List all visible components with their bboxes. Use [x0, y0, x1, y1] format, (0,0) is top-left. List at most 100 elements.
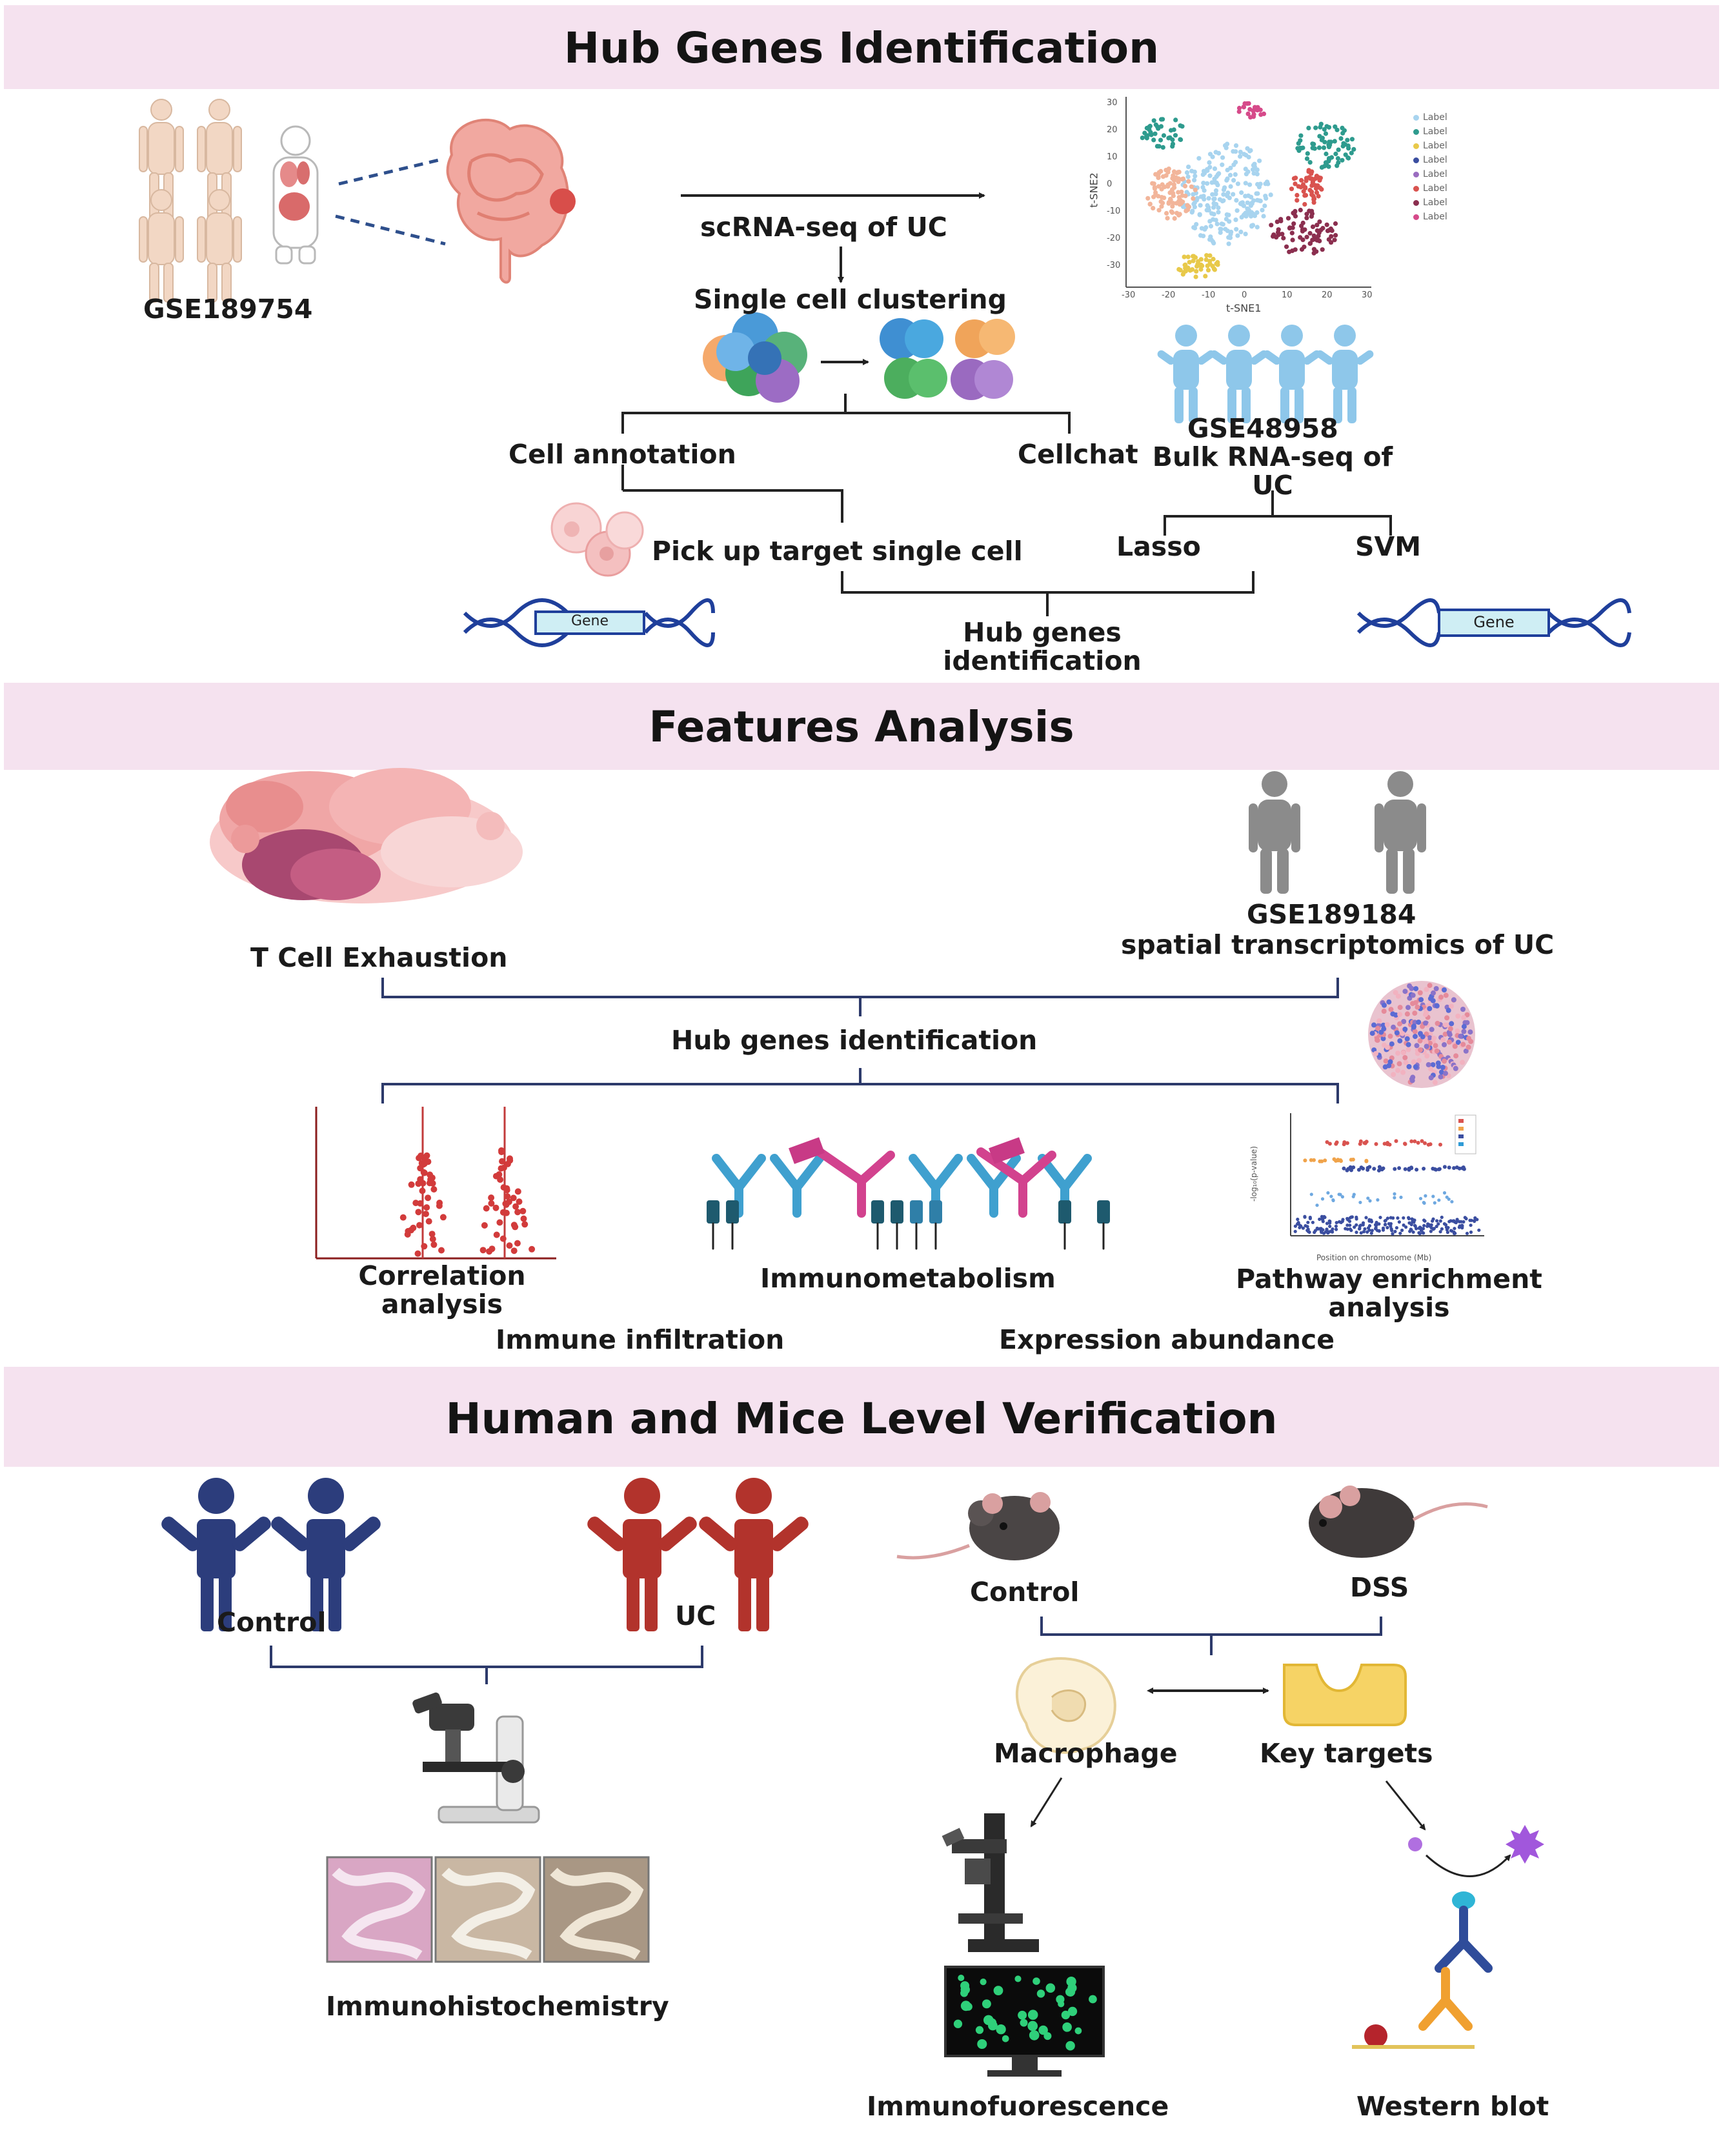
- pathway-dot: [1473, 1219, 1476, 1224]
- tsne-point: [1156, 194, 1161, 199]
- tsne-point: [1238, 150, 1243, 155]
- correlation-dot: [493, 1231, 500, 1238]
- correlation-dot: [498, 1147, 505, 1154]
- pathway-dot: [1438, 1219, 1442, 1223]
- tsne-ytick: 30: [1107, 98, 1118, 108]
- pathway-dot: [1353, 1225, 1356, 1229]
- tsne-point: [1166, 136, 1171, 141]
- tsne-point: [1162, 185, 1167, 190]
- pathway-dot: [1429, 1223, 1433, 1227]
- tsne-point: [1338, 136, 1344, 141]
- tsne-point: [1176, 179, 1181, 185]
- tsne-point: [1233, 217, 1238, 223]
- tsne-point: [1161, 133, 1167, 138]
- human-tree-connectors: [270, 1646, 703, 1684]
- tsne-point: [1349, 137, 1355, 142]
- tsne-point: [1198, 267, 1204, 272]
- pathway-dot: [1377, 1229, 1381, 1233]
- spatial-spot: [1444, 1015, 1450, 1021]
- correlation-dot: [417, 1176, 424, 1183]
- pathway-dot: [1431, 1194, 1435, 1198]
- pathway-dot: [1440, 1215, 1444, 1219]
- legend-swatch: [1413, 214, 1419, 220]
- spatial-spot: [1460, 1007, 1466, 1012]
- pathway-dot: [1345, 1216, 1349, 1220]
- spatial-spot: [1452, 1043, 1458, 1049]
- pathway-dot: [1328, 1224, 1332, 1228]
- spatial-spot: [1395, 1051, 1401, 1056]
- spatial-spot: [1402, 1026, 1408, 1032]
- tsne-xtick: 30: [1362, 290, 1373, 300]
- spatial-spot: [1464, 1012, 1470, 1018]
- tsne-point: [1207, 259, 1213, 264]
- pathway-dot: [1334, 1224, 1338, 1228]
- tsne-xtick: -10: [1202, 290, 1216, 300]
- tsne-point: [1247, 148, 1253, 154]
- pathway-dot: [1303, 1214, 1307, 1218]
- pathway-dot: [1398, 1231, 1402, 1235]
- tsne-point: [1170, 210, 1175, 215]
- pathway-dot: [1368, 1199, 1372, 1203]
- tsne-point: [1243, 181, 1248, 186]
- correlation-dot: [419, 1187, 426, 1194]
- legend-swatch: [1413, 171, 1419, 177]
- pathway-dot: [1374, 1142, 1378, 1146]
- tsne-point: [1317, 238, 1322, 243]
- spatial-spot: [1412, 1029, 1418, 1034]
- pathway-dot: [1465, 1231, 1469, 1235]
- pathway-dot: [1325, 1222, 1329, 1225]
- tsne-point: [1222, 185, 1227, 190]
- pathway-dot: [1418, 1232, 1422, 1236]
- pathway-dot: [1318, 1159, 1322, 1164]
- tsne-point: [1169, 187, 1175, 192]
- tsne-point: [1238, 229, 1244, 234]
- pathway-dot: [1369, 1231, 1373, 1235]
- tsne-xtick: -30: [1122, 290, 1136, 300]
- pathway-dot: [1301, 1226, 1305, 1230]
- pathway-dot: [1447, 1220, 1451, 1224]
- tsne-point: [1236, 105, 1242, 111]
- tsne-point: [1185, 174, 1191, 179]
- correlation-dot: [503, 1187, 510, 1194]
- tsne-point: [1208, 223, 1214, 229]
- cell-cluster-icon: [703, 312, 807, 403]
- gene-label-right: Gene: [1473, 613, 1515, 631]
- correlation-dot: [436, 1202, 443, 1209]
- features-hub-genes-label: Hub genes identification: [671, 1025, 1038, 1056]
- spatial-spot: [1396, 1061, 1402, 1067]
- tsne-point: [1160, 174, 1166, 179]
- tsne-point: [1311, 200, 1316, 205]
- tsne-point: [1206, 196, 1211, 201]
- if-cell: [1089, 1995, 1097, 2004]
- tsne-point: [1180, 177, 1185, 182]
- pathway-dot: [1413, 1139, 1417, 1143]
- tsne-point: [1202, 188, 1207, 193]
- spatial-spot: [1416, 1058, 1422, 1063]
- pathway-dot: [1429, 1229, 1433, 1233]
- tsne-point: [1336, 147, 1341, 152]
- if-cell: [1056, 1995, 1065, 2004]
- spatial-spot: [1461, 1014, 1467, 1020]
- tsne-point: [1299, 223, 1304, 228]
- spatial-spot: [1388, 1007, 1394, 1013]
- tsne-point: [1310, 224, 1316, 229]
- pathway-dot: [1306, 1220, 1310, 1224]
- tsne-point: [1280, 232, 1285, 237]
- hub-genes-identification-label: Hub genes identification: [943, 617, 1142, 677]
- tsne-point: [1170, 137, 1175, 143]
- spatial-spot: [1386, 1063, 1392, 1069]
- spatial-spot: [1414, 1043, 1420, 1049]
- spatial-spot: [1467, 1029, 1473, 1035]
- legend-swatch: [1413, 157, 1419, 163]
- tsne-point: [1275, 219, 1280, 225]
- tsne-xtick: 20: [1322, 290, 1333, 300]
- mouse-tree-connectors: [1040, 1617, 1382, 1655]
- correlation-dot: [514, 1209, 521, 1216]
- tsne-point: [1307, 160, 1313, 165]
- pathway-dot: [1383, 1219, 1387, 1223]
- pathway-dot: [1326, 1191, 1330, 1195]
- tsne-point: [1211, 256, 1216, 262]
- tsne-point: [1170, 141, 1176, 146]
- macrophage-label: Macrophage: [994, 1738, 1178, 1769]
- tsne-point: [1171, 173, 1176, 178]
